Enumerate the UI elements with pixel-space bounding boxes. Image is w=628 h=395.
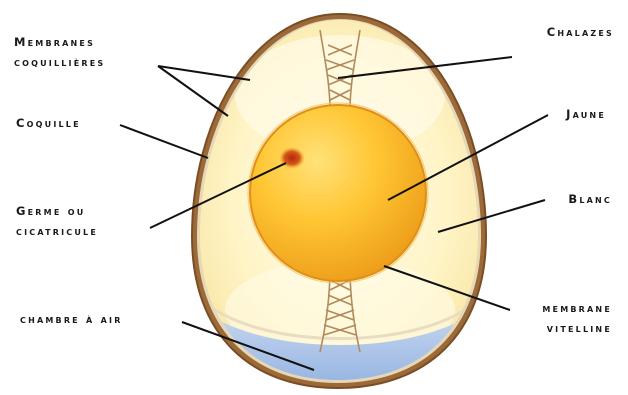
label-germe-line2: cicatricule: [16, 221, 98, 241]
germ: [279, 147, 305, 169]
label-chalazes: Chalazes: [547, 22, 614, 42]
label-germe: Germe ou cicatricule: [16, 201, 98, 241]
leader-membranes-a: [158, 66, 250, 80]
label-vitelline-line2: vitelline: [542, 318, 612, 338]
leader-membranes-b: [158, 66, 228, 116]
label-jaune: Jaune: [566, 104, 606, 124]
label-vitelline-line1: membrane: [542, 298, 612, 318]
label-membranes-line1: Membranes: [14, 32, 105, 52]
label-blanc: Blanc: [568, 189, 612, 209]
leader-coquille: [120, 125, 208, 158]
label-membrane-vitelline: membrane vitelline: [542, 298, 612, 338]
label-membranes-line2: coquillières: [14, 52, 105, 72]
label-coquille: Coquille: [16, 113, 81, 133]
label-chambre: chambre à air: [20, 309, 123, 329]
label-membranes: Membranes coquillières: [14, 32, 105, 72]
label-germe-line1: Germe ou: [16, 201, 98, 221]
